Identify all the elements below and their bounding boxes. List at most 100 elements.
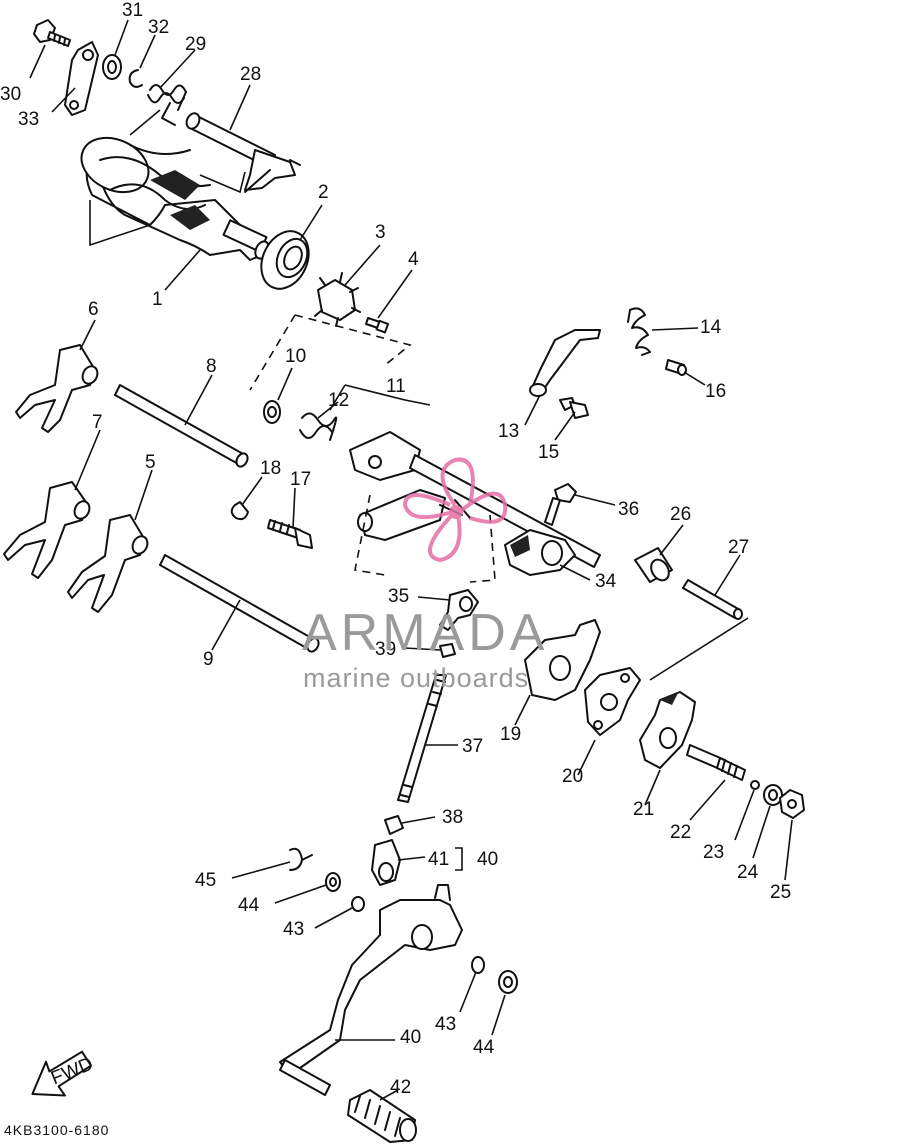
- callout-11: 11: [386, 376, 406, 397]
- part-clip-45[interactable]: [289, 847, 313, 871]
- callout-9: 9: [203, 649, 214, 670]
- bracket-41-40: [455, 847, 463, 871]
- part-shift-fork-6[interactable]: [15, 344, 100, 433]
- part-stopper-lever-13[interactable]: [529, 329, 601, 397]
- leader-24: [752, 805, 771, 859]
- bracket-11: [329, 384, 431, 411]
- leader-43b: [459, 971, 477, 1013]
- callout-20: 20: [562, 766, 583, 787]
- part-collar-26[interactable]: [634, 547, 673, 584]
- part-bolt-17[interactable]: [267, 519, 313, 549]
- part-spring-29[interactable]: [147, 84, 187, 126]
- part-pin-27[interactable]: [682, 579, 743, 620]
- part-bolt-36[interactable]: [544, 483, 577, 526]
- part-rod-end-41[interactable]: [371, 839, 401, 886]
- part-plate-20[interactable]: [584, 667, 641, 736]
- part-bearing[interactable]: [252, 224, 317, 297]
- part-bolt-15[interactable]: [559, 397, 589, 419]
- part-spring-12[interactable]: [299, 412, 338, 441]
- part-bolt-22[interactable]: [686, 744, 746, 781]
- part-washer-43a[interactable]: [351, 896, 365, 912]
- part-nut-39[interactable]: [439, 643, 456, 658]
- part-circlip-18[interactable]: [230, 501, 249, 521]
- callout-37: 37: [462, 736, 483, 757]
- callout-18: 18: [260, 458, 281, 479]
- leader-28: [229, 84, 251, 131]
- part-shift-rod-37[interactable]: [397, 674, 447, 803]
- part-nut-25[interactable]: [779, 789, 805, 819]
- callout-1: 1: [152, 289, 163, 310]
- part-washer-43b[interactable]: [471, 956, 485, 974]
- part-lever-34[interactable]: [504, 529, 576, 576]
- callout-34: 34: [595, 571, 617, 592]
- callout-26: 26: [670, 504, 691, 525]
- leader-29: [129, 49, 196, 136]
- callout-16: 16: [705, 381, 726, 402]
- part-guide-bar-8[interactable]: [114, 384, 250, 469]
- callout-3: 3: [375, 222, 386, 243]
- callout-13: 13: [498, 421, 519, 442]
- callout-24: 24: [737, 862, 759, 883]
- leader-22: [689, 779, 726, 821]
- part-lever-19[interactable]: [524, 619, 601, 701]
- part-shift-drum[interactable]: [73, 128, 272, 261]
- leader-12: [317, 401, 339, 419]
- leader-44b: [491, 994, 506, 1036]
- callout-17: 17: [290, 469, 311, 490]
- callout-43a: 43: [283, 919, 304, 940]
- part-spring-14[interactable]: [627, 307, 651, 356]
- leader-14: [651, 327, 699, 331]
- part-washer-23[interactable]: [750, 780, 760, 790]
- callout-43b: 43: [435, 1014, 456, 1035]
- callout-31: 31: [122, 0, 143, 21]
- callout-6: 6: [88, 299, 99, 320]
- part-washer-31[interactable]: [102, 54, 122, 80]
- leader-41: [397, 856, 426, 861]
- dashed-guide-lower: [354, 494, 496, 583]
- part-washer-44b[interactable]: [498, 970, 518, 994]
- part-shift-fork-5[interactable]: [67, 514, 150, 613]
- watermark-brand: ARMADA: [302, 604, 548, 662]
- callout-14: 14: [700, 317, 722, 338]
- leader-33: [51, 87, 76, 113]
- callout-25: 25: [770, 882, 791, 903]
- part-segment[interactable]: [314, 272, 361, 327]
- part-nut-38[interactable]: [384, 815, 404, 835]
- callout-32: 32: [148, 17, 169, 38]
- callout-44a: 44: [238, 895, 260, 916]
- leader-7: [74, 429, 101, 491]
- part-collar-16[interactable]: [665, 359, 687, 376]
- part-washer-24[interactable]: [763, 784, 783, 806]
- watermark-tagline: marine outboards: [303, 663, 529, 693]
- leader-16: [683, 371, 706, 386]
- part-bolt-30[interactable]: [33, 19, 71, 47]
- part-footrest-rubber-42[interactable]: [347, 1089, 417, 1143]
- callout-22: 22: [670, 822, 691, 843]
- leader-34: [559, 564, 591, 581]
- part-shift-pedal-40[interactable]: [279, 884, 463, 1096]
- fwd-arrow-icon: [31, 1050, 92, 1097]
- part-guide-bar-9[interactable]: [159, 554, 321, 654]
- part-screw-4[interactable]: [365, 317, 390, 334]
- leader-43a: [314, 907, 353, 929]
- leader-10: [277, 367, 293, 401]
- leader-1: [164, 249, 201, 291]
- watermark-logo-icon: [402, 457, 508, 563]
- part-washer-10[interactable]: [263, 400, 281, 424]
- leader-4: [377, 269, 413, 319]
- leader-2: [299, 204, 323, 241]
- leader-5: [134, 469, 153, 521]
- part-lever-21[interactable]: [639, 691, 696, 769]
- part-circlip-32[interactable]: [128, 69, 143, 88]
- leader-30: [29, 44, 46, 79]
- part-shift-fork-7[interactable]: [3, 481, 92, 579]
- callout-30: 30: [0, 84, 21, 105]
- part-washer-44a[interactable]: [325, 872, 341, 892]
- callout-2: 2: [318, 182, 329, 203]
- dashed-guide-upper: [249, 314, 412, 391]
- leader-39: [404, 647, 441, 651]
- callout-28: 28: [240, 64, 261, 85]
- leader-32: [139, 34, 156, 69]
- part-lever-33[interactable]: [64, 41, 99, 116]
- part-shift-lever-shaft-28[interactable]: [184, 111, 301, 193]
